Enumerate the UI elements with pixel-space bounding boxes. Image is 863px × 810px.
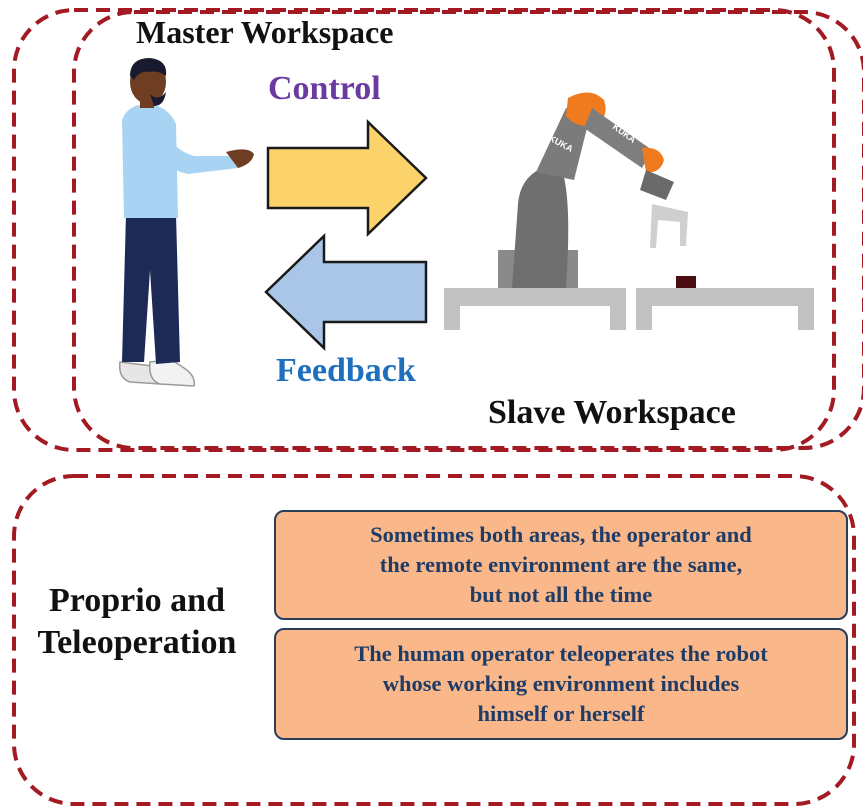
work-tables [444,288,814,330]
master-workspace-border [12,8,836,452]
feedback-arrow [264,233,428,351]
note-line: the remote environment are the same, [379,552,743,577]
note-line: himself or herself [477,701,645,726]
control-arrow [266,119,428,237]
teleoperation-panel-border [12,474,856,806]
robot-arm: KUKA KUKA [498,92,674,288]
note-human-operator: The human operator teleoperates the robo… [274,628,848,740]
title-line-1: Proprio and [48,582,225,619]
note-line: but not all the time [469,582,653,607]
note-line: whose working environment includes [382,671,740,696]
master-workspace-title: Master Workspace [136,14,394,50]
title-line-2: Teleoperation [37,624,237,661]
note-shared-area: Sometimes both areas, the operator and t… [274,510,848,620]
proprio-teleoperation-title: Proprio and Teleoperation [22,580,252,664]
slave-workspace-border [72,10,863,450]
robot-gripper [650,204,688,248]
note-line: The human operator teleoperates the robo… [354,641,768,666]
human-operator-figure [118,58,254,387]
feedback-label: Feedback [276,352,416,389]
note-line: Sometimes both areas, the operator and [370,522,752,547]
slave-workspace-title: Slave Workspace [488,394,736,431]
target-block [676,276,696,288]
control-label: Control [268,70,381,107]
